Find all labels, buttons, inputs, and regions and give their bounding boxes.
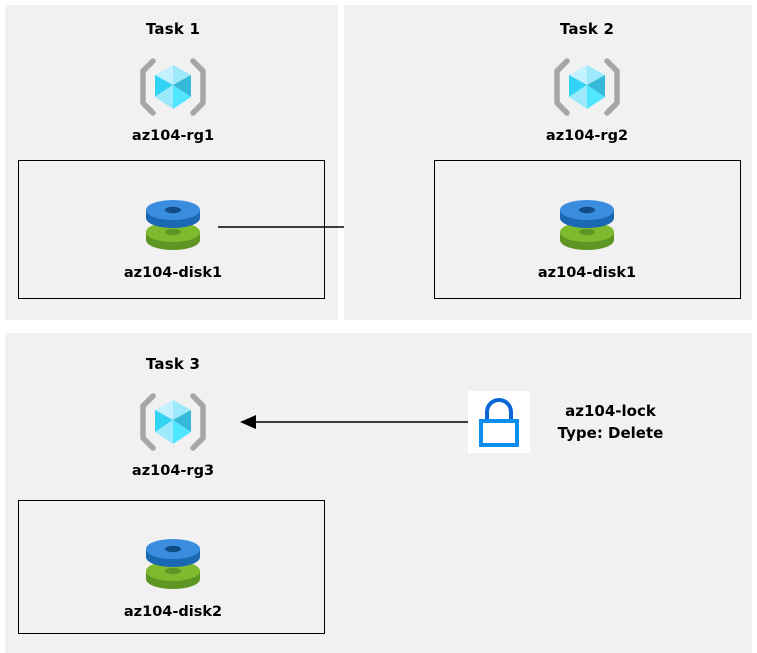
resource-container-task-3 bbox=[18, 500, 325, 634]
panel-task-2 bbox=[344, 5, 752, 320]
managed-disk-icon bbox=[556, 198, 618, 254]
task-1-title: Task 1 bbox=[145, 20, 201, 38]
task-3-title: Task 3 bbox=[145, 355, 201, 373]
lock-type: Type: Delete bbox=[557, 424, 664, 442]
resource-container-task-2 bbox=[434, 160, 741, 299]
lock-name: az104-lock bbox=[565, 402, 656, 420]
resource-group-icon bbox=[137, 390, 209, 454]
resource-group-label-rg3: az104-rg3 bbox=[131, 463, 215, 479]
managed-disk-icon bbox=[142, 198, 204, 254]
task-2-title: Task 2 bbox=[559, 20, 615, 38]
resource-container-task-1 bbox=[18, 160, 325, 299]
panel-task-1 bbox=[5, 5, 338, 320]
resource-group-icon bbox=[137, 55, 209, 119]
resource-group-icon bbox=[551, 55, 623, 119]
resource-group-label-rg1: az104-rg1 bbox=[131, 128, 215, 144]
disk-label-disk1-target: az104-disk1 bbox=[537, 265, 637, 281]
lock-icon bbox=[468, 391, 530, 453]
panel-task-3 bbox=[5, 333, 752, 653]
disk-label-disk2: az104-disk2 bbox=[123, 604, 223, 620]
resource-group-label-rg2: az104-rg2 bbox=[545, 128, 629, 144]
managed-disk-icon bbox=[142, 537, 204, 593]
lock-text-block: az104-lock Type: Delete bbox=[538, 400, 683, 444]
lock-arrow bbox=[240, 410, 470, 434]
disk-label-disk1-source: az104-disk1 bbox=[123, 265, 223, 281]
